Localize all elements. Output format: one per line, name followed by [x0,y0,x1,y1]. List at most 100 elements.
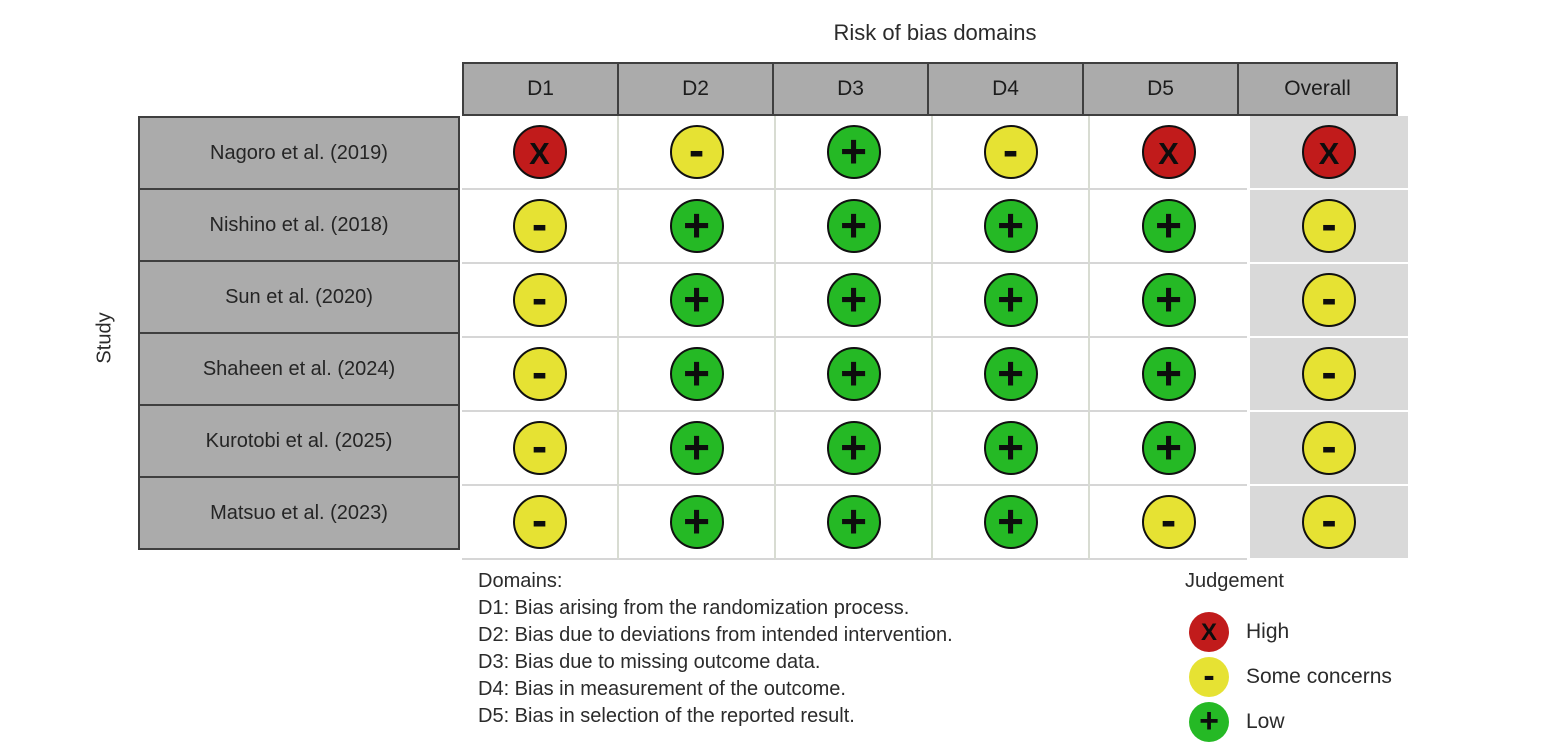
legend-label: Low [1246,710,1285,733]
study-axis-label: Study [93,312,116,364]
judgement-cell: + [776,338,933,412]
judgement-cell: - [1247,190,1408,264]
judgement-symbol: + [1155,421,1182,473]
judgement-cell: + [933,338,1090,412]
judgement-symbol: + [840,199,867,251]
judgement-symbol: - [1321,346,1337,398]
judgement-circle-high: X [512,125,567,179]
study-label: Nagoro et al. (2019) [138,116,460,190]
judgement-cell: - [462,486,619,560]
judgement-circle-low: + [1141,199,1196,253]
judgement-circle-some-concerns: - [1302,347,1356,401]
judgement-cell: + [1090,264,1247,338]
judgement-symbol: + [997,495,1024,547]
legend-circle-low: + [1189,702,1229,742]
judgement-cell: X [1247,116,1408,190]
judgement-cell: + [933,412,1090,486]
judgement-circle-high: X [1141,125,1196,179]
judgement-symbol: + [840,421,867,473]
judgement-symbol: - [531,198,548,250]
judgement-cell: - [462,338,619,412]
domain-definition-d3: D3: Bias due to missing outcome data. [478,651,821,673]
judgement-symbol: + [683,347,710,399]
domains-note-items: D1: Bias arising from the randomization … [478,595,953,730]
judgement-symbol: + [683,421,710,473]
judgement-circle-low: + [669,273,724,327]
judgement-circle-low: + [983,347,1038,401]
judgement-cell: + [776,264,933,338]
legend-label: High [1246,620,1290,643]
table-row: - + + + + - [462,264,1408,338]
judgement-cell: + [1090,412,1247,486]
judgement-symbol: + [683,273,710,325]
judgement-symbol: - [1321,198,1337,250]
judgement-cell: + [776,190,933,264]
column-header-overall: Overall [1237,62,1398,116]
judgement-circle-low: + [669,347,724,401]
judgement-cell: + [619,486,776,560]
judgement-cell: + [933,486,1090,560]
judgement-cell: X [1090,116,1247,190]
judgement-circle-low: + [669,199,724,253]
domain-definition-d1: D1: Bias arising from the randomization … [478,597,910,619]
legend-symbol: X [1200,618,1217,646]
judgement-cell: - [1090,486,1247,560]
judgement-circle-some-concerns: - [512,421,567,475]
column-header-d4: D4 [927,62,1084,116]
judgement-circle-some-concerns: - [512,198,567,253]
domain-definition-d2: D2: Bias due to deviations from intended… [478,624,953,646]
judgement-cell: - [1247,412,1408,486]
judgement-symbol: + [840,125,867,177]
judgement-cell: + [619,338,776,412]
judgement-circle-low: + [826,421,881,475]
judgement-circle-low: + [983,273,1038,327]
domains-note-heading: Domains: [478,570,563,592]
judgement-symbol: - [1002,124,1019,176]
judgement-symbol: + [840,347,867,399]
study-label: Kurotobi et al. (2025) [138,404,460,478]
judgement-symbol: + [1155,347,1182,399]
judgement-symbol: - [531,272,548,324]
study-label: Matsuo et al. (2023) [138,476,460,550]
judgement-circle-high: X [1302,125,1356,179]
judgement-circle-some-concerns: - [1141,494,1196,549]
judgement-symbol: X [529,135,550,171]
judgement-cell: - [933,116,1090,190]
figure-title: Risk of bias domains [833,20,1037,45]
judgement-circle-some-concerns: - [512,346,567,401]
column-header-d2: D2 [617,62,774,116]
judgement-circle-low: + [826,347,881,401]
judgement-circle-some-concerns: - [512,495,567,549]
legend-label: Some concerns [1246,665,1392,688]
judgement-symbol: - [1321,272,1337,324]
study-label: Shaheen et al. (2024) [138,332,460,406]
legend-item-some-concerns: - Some concerns [1189,657,1392,697]
judgement-symbol: + [1155,199,1182,251]
judgement-cell: - [462,190,619,264]
judgement-circle-low: + [1141,421,1196,475]
judgement-circle-low: + [983,199,1038,253]
column-header-d5: D5 [1082,62,1239,116]
judgement-circle-low: + [826,273,881,327]
judgement-circle-low: + [1141,273,1196,327]
table-row: X - + - X X [462,116,1408,190]
study-label: Sun et al. (2020) [138,260,460,334]
legend-symbol: - [1203,656,1215,695]
judgement-symbol: - [1160,494,1177,546]
domains-note: Domains: D1: Bias arising from the rando… [478,568,953,730]
judgement-symbol: + [683,495,710,547]
column-header-d1: D1 [462,62,619,116]
judgement-symbol: + [997,421,1024,473]
judgement-circle-some-concerns: - [1302,199,1356,253]
judgement-circle-some-concerns: - [1302,495,1356,549]
judgement-circle-low: + [826,125,881,179]
judgement-cell: - [619,116,776,190]
judgement-symbol: X [1318,135,1340,171]
judgement-symbol: - [531,346,548,398]
legend-circle-high: X [1189,612,1229,652]
judgement-symbol: - [1321,420,1337,472]
judgement-symbol: + [997,273,1024,325]
judgement-cell: + [619,412,776,486]
judgement-cell: + [1090,190,1247,264]
